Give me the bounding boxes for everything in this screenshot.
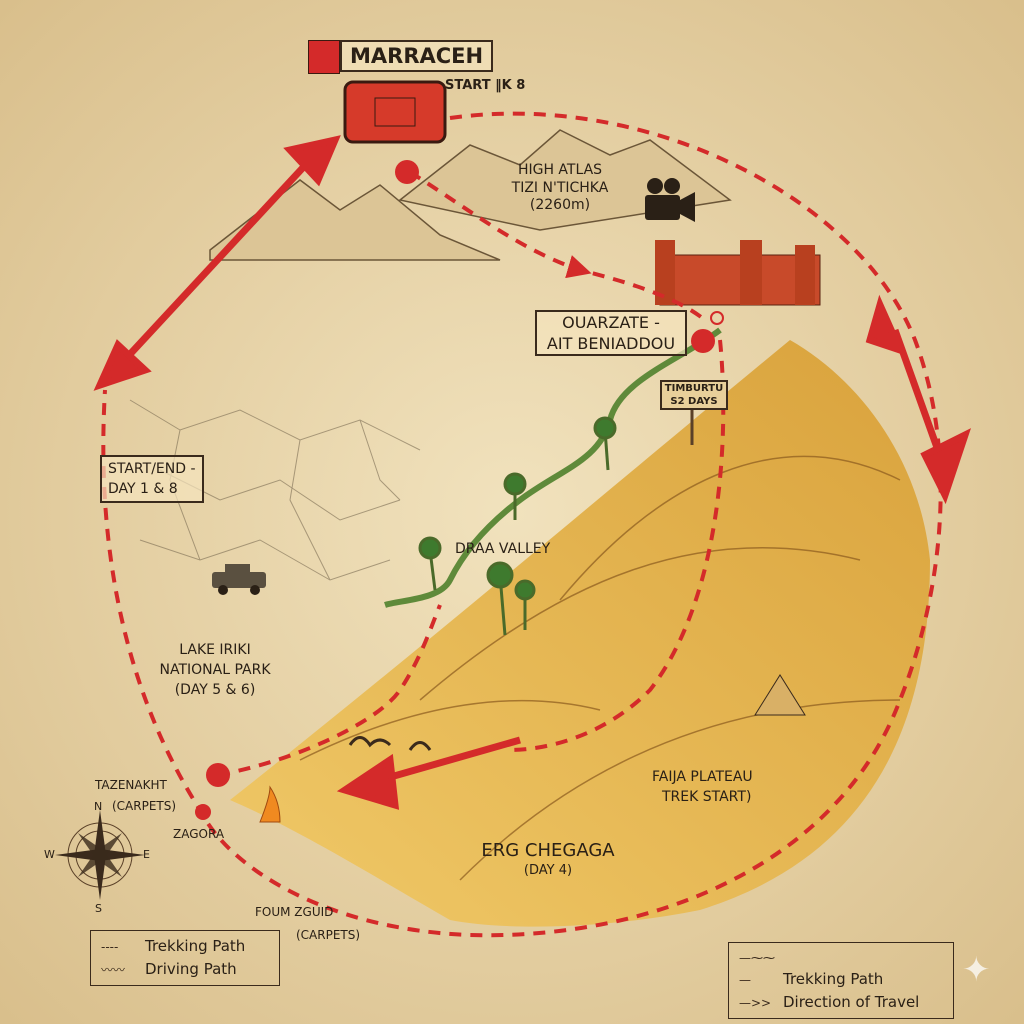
label-tazenakht-carpets: (CARPETS) [112,799,177,813]
route-inner [509,339,726,752]
loop-route-dashed [101,111,943,938]
label-high-atlas: HIGH ATLAS TIZI N'TICHKA (2260m) [505,162,615,215]
legend-left: ---- Trekking Path 〰〰 Driving Path [90,930,280,986]
label-start-end: START/END - DAY 1 & 8 [100,455,204,503]
route-stops [195,160,724,820]
label-ouarzazate: OUARZATE - AIT BENIADDOU [535,310,687,356]
label-faija-plateau: FAIJA PLATEAU TREK START) [652,767,753,807]
legend-label: Trekking Path [783,970,884,988]
tent-icon [754,674,806,716]
car-icon [212,564,266,595]
label-tazenakht: TAZENAKHT [95,778,167,792]
label-line: FAIJA PLATEAU [652,769,753,785]
legend-item: —⁓⁓— Trekking Path [739,947,943,991]
label-zagora: ZAGORA [173,827,225,841]
palm-trees [418,416,617,636]
label-line: ERG CHEGAGA [481,840,615,861]
compass-rose-icon [55,810,145,900]
label-line: (DAY 5 & 6) [174,682,256,698]
label-line: NATIONAL PARK [159,662,271,678]
legend-label: Driving Path [145,960,237,978]
legend-right: —⁓⁓— Trekking Path —>> Direction of Travel [728,942,954,1019]
kasbah-ait-benhaddou [655,240,821,306]
label-line: AIT BENIADDOU [546,334,676,353]
title-marrakech: MARRACEH [340,40,494,72]
label-line: S2 DAYS [670,396,718,407]
label-erg-chegaga: ERG CHEGAGA (DAY 4) [463,840,633,879]
label-line: (DAY 4) [523,862,573,878]
campfire-icon [259,785,281,823]
label-line: TREK START) [662,789,752,805]
legend-item: ---- Trekking Path [101,935,269,958]
label-line: HIGH ATLAS [517,162,603,178]
legend-label: Trekking Path [145,937,246,955]
legend-label: Direction of Travel [783,993,920,1011]
legend-item: 〰〰 Driving Path [101,958,269,981]
label-line: START/END - [108,461,196,477]
label-line: TIZI N'TICHKA [511,179,609,196]
label-line: DAY 1 & 8 [108,481,178,497]
label-line: OUARZATE - [562,313,660,332]
route-lake [217,604,442,777]
desert-dunes [230,340,930,927]
camel-caravan-icon [348,736,432,751]
legend-item: —>> Direction of Travel [739,991,943,1014]
film-camera-icon [645,178,695,222]
dashed-line-icon: ---- [101,940,119,954]
sparkle-icon: ✦ [962,950,991,990]
compass-w: W [44,848,55,861]
route-marrakech-ouarzazate [408,170,707,322]
compass-e: E [143,848,150,861]
draa-river [384,327,722,608]
label-line: (2260m) [529,197,591,213]
wavy-line-icon: 〰〰 [101,963,126,977]
label-line: TIMBURTU [664,383,724,394]
label-foum-zguid: FOUM ZGUID [255,905,334,919]
arrow-icon: —>> [739,996,772,1010]
label-line: LAKE IRIKI [179,642,251,658]
label-foum-zguid-carpets: (CARPETS) [296,928,361,942]
wavy-line-icon: —⁓⁓— [739,951,775,987]
marrakech-palace-icon [343,80,447,144]
start-note: START ‖K 8 [445,78,526,93]
compass-n: N [94,800,103,813]
label-draa-valley: DRAA VALLEY [455,541,551,557]
marrakech-flag-icon [308,40,340,74]
label-lake-iriki: LAKE IRIKI NATIONAL PARK (DAY 5 & 6) [140,640,290,700]
signpost-timbuktu: TIMBURTU S2 DAYS [660,380,728,410]
direction-arrows [93,135,971,810]
compass-s: S [95,902,102,915]
